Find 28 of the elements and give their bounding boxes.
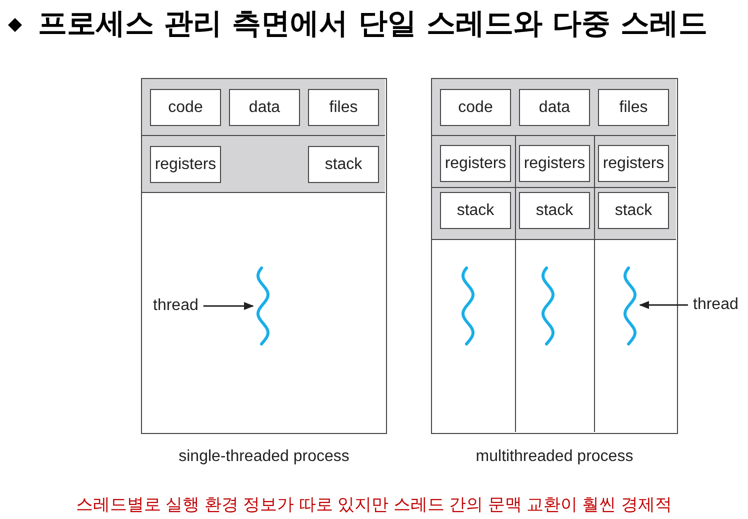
caption-text: single-threaded process [178,448,350,466]
segment-box: registers [519,145,590,182]
thread-label: thread [153,297,198,315]
arrow [203,302,254,310]
segment-box: stack [519,192,590,229]
process-box [431,78,678,434]
segment-box: stack [440,192,511,229]
title: 프로세스 관리 측면에서 단일 스레드와 다중 스레드 [38,5,708,42]
caption: 스레드별로 실행 환경 정보가 따로 있지만 스레드 간의 문맥 교환이 훨씬 경제적 [75,494,673,516]
segment-box: stack [598,192,669,229]
segment-box: files [308,89,379,126]
segment-box: stack [308,146,379,183]
caption-text: multithreaded process [474,448,634,466]
segment-box: code [440,89,511,126]
segment-box: data [519,89,590,126]
thread-label: thread [693,296,738,314]
segment-box: registers [598,145,669,182]
segment-box: data [229,89,300,126]
thread-wave-drawing [622,266,638,346]
thread-wave-drawing [540,266,556,346]
arrow [639,301,688,309]
thread-wave-drawing [255,266,271,346]
segment-box: files [598,89,669,126]
segment-box: registers [150,146,221,183]
thread-wave-drawing [460,266,476,346]
segment-box: code [150,89,221,126]
process-box [141,78,387,434]
segment-box: registers [440,145,511,182]
